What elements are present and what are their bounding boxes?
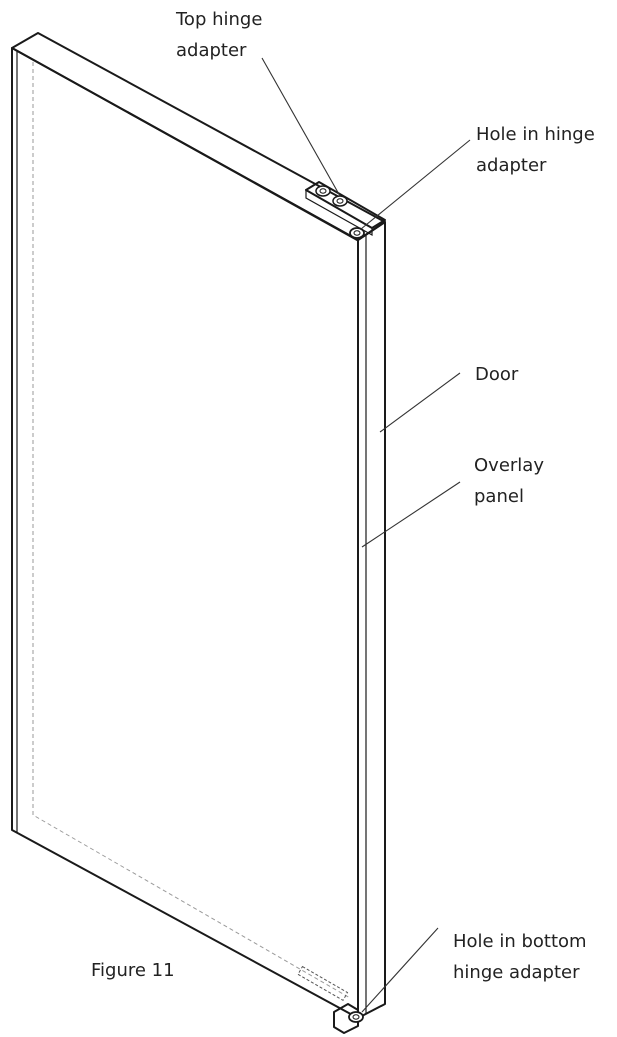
label-hole-in-hinge-adapter-line1: Hole in hinge bbox=[476, 124, 595, 145]
top-hinge-hole-2 bbox=[332, 195, 348, 207]
top-hinge-pivot-hole-inner bbox=[353, 230, 361, 236]
label-top-hinge-adapter-line2: adapter bbox=[176, 40, 247, 61]
leader-lines bbox=[261, 57, 471, 1013]
top-hinge-adapter bbox=[305, 181, 386, 239]
door-side-face bbox=[357, 221, 386, 1019]
bottom-hinge-pivot-hole-inner bbox=[352, 1014, 360, 1020]
figure-caption: Figure 11 bbox=[91, 960, 175, 981]
labels: Top hinge adapter Hole in hinge adapter … bbox=[91, 9, 595, 983]
top-hinge-pivot-hole bbox=[349, 227, 365, 239]
bottom-hinge-adapter-block bbox=[333, 1003, 359, 1034]
door-top-inner-edge bbox=[16, 50, 359, 242]
bottom-hinge-pivot-hole bbox=[348, 1011, 364, 1023]
door-top-face bbox=[11, 32, 386, 241]
label-hole-in-hinge-adapter-line2: adapter bbox=[476, 155, 547, 176]
bottom-hinge-adapter bbox=[297, 965, 364, 1034]
leader-overlay-panel bbox=[361, 481, 461, 548]
top-hinge-adapter-front bbox=[305, 188, 373, 237]
leader-hole-in-hinge-adapter bbox=[360, 139, 471, 230]
label-overlay-panel-line2: panel bbox=[474, 486, 524, 507]
label-door: Door bbox=[475, 364, 519, 385]
top-hinge-hole-1-inner bbox=[319, 188, 327, 194]
hidden-panel-outline bbox=[32, 62, 351, 999]
leader-door bbox=[379, 372, 461, 433]
door-body bbox=[11, 32, 386, 1019]
top-hinge-hole-1 bbox=[315, 185, 331, 197]
leader-hole-in-bottom-hinge-adapter bbox=[361, 927, 439, 1013]
label-top-hinge-adapter-line1: Top hinge bbox=[175, 9, 262, 30]
top-hinge-hole-2-inner bbox=[336, 198, 344, 204]
label-hole-in-bottom-hinge-adapter-line1: Hole in bottom bbox=[453, 931, 587, 952]
bottom-hinge-slot bbox=[297, 965, 349, 1002]
leader-top-hinge-adapter bbox=[261, 57, 341, 197]
label-hole-in-bottom-hinge-adapter-line2: hinge adapter bbox=[453, 962, 580, 983]
label-overlay-panel-line1: Overlay bbox=[474, 455, 544, 476]
